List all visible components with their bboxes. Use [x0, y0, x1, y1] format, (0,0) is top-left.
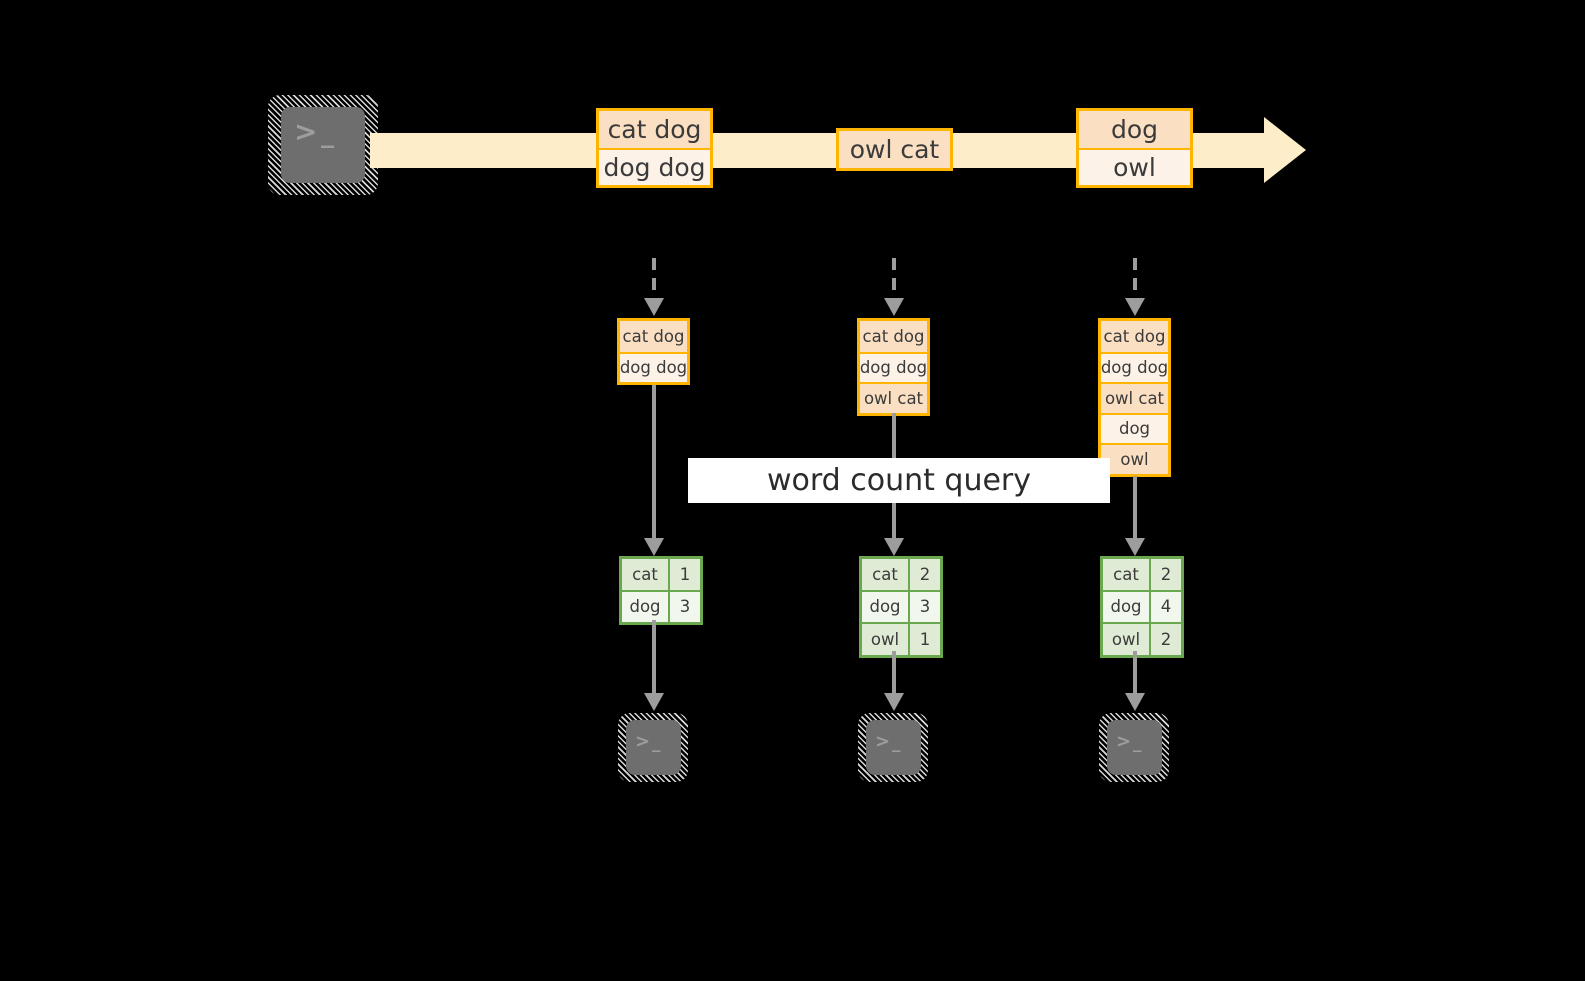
- record-row: dog dog: [1101, 351, 1168, 382]
- query-label: word count query: [688, 458, 1110, 503]
- table-row: cat 2: [862, 559, 940, 590]
- table-cell-word: cat: [862, 559, 908, 590]
- table-row: owl 2: [1103, 622, 1181, 655]
- snapshot-1-result-table[interactable]: cat 1 dog 3: [619, 556, 703, 625]
- query-connector: [1133, 476, 1137, 551]
- table-cell-count: 1: [668, 559, 700, 590]
- table-cell-word: cat: [622, 559, 668, 590]
- stream-record: owl: [1079, 148, 1190, 185]
- snapshot-2-result-table[interactable]: cat 2 dog 3 owl 1: [859, 556, 943, 658]
- stream-group-2[interactable]: owl cat: [836, 128, 953, 171]
- stream-record: dog dog: [599, 148, 710, 185]
- record-row: owl cat: [1101, 382, 1168, 413]
- record-row: dog dog: [620, 351, 687, 382]
- query-connector: [652, 385, 656, 551]
- source-terminal-icon[interactable]: > _: [281, 107, 365, 183]
- snapshot-2-records[interactable]: cat dog dog dog owl cat: [857, 318, 930, 416]
- record-row: owl: [1101, 443, 1168, 474]
- stream-record: owl cat: [839, 131, 950, 168]
- terminal-cursor-icon: _: [321, 119, 334, 149]
- table-cell-count: 3: [668, 591, 700, 622]
- snapshot-1-records[interactable]: cat dog dog dog: [617, 318, 690, 385]
- record-row: cat dog: [1101, 321, 1168, 352]
- table-cell-word: owl: [862, 624, 908, 655]
- arrow-head-icon: [1125, 538, 1145, 556]
- terminal-prompt-icon: >: [875, 731, 891, 752]
- record-row: dog: [1101, 412, 1168, 443]
- terminal-prompt-icon: >: [635, 731, 651, 752]
- table-cell-count: 2: [1149, 559, 1181, 590]
- output-terminal-icon[interactable]: > _: [1107, 720, 1162, 775]
- table-cell-word: owl: [1103, 624, 1149, 655]
- output-connector: [1133, 651, 1137, 700]
- terminal-cursor-icon: _: [892, 733, 901, 753]
- snapshot-3-result-table[interactable]: cat 2 dog 4 owl 2: [1100, 556, 1184, 658]
- stream-group-1[interactable]: cat dog dog dog: [596, 108, 713, 188]
- snapshot-trigger-connector: [652, 258, 656, 302]
- stream-arrow-head-icon: [1264, 117, 1306, 183]
- arrow-head-icon: [644, 693, 664, 711]
- output-terminal-icon[interactable]: > _: [626, 720, 681, 775]
- snapshot-trigger-connector: [1133, 258, 1137, 302]
- stream-record: cat dog: [599, 111, 710, 148]
- table-cell-count: 2: [1149, 624, 1181, 655]
- record-row: dog dog: [860, 351, 927, 382]
- table-row: cat 1: [622, 559, 700, 590]
- terminal-prompt-icon: >: [1116, 731, 1132, 752]
- output-connector: [892, 651, 896, 700]
- arrow-head-icon: [884, 693, 904, 711]
- table-cell-word: dog: [862, 591, 908, 622]
- arrow-head-icon: [644, 538, 664, 556]
- output-connector: [652, 620, 656, 700]
- record-row: cat dog: [860, 321, 927, 352]
- terminal-cursor-icon: _: [1133, 733, 1142, 753]
- table-row: dog 4: [1103, 589, 1181, 622]
- table-cell-word: cat: [1103, 559, 1149, 590]
- snapshot-3-records[interactable]: cat dog dog dog owl cat dog owl: [1098, 318, 1171, 477]
- terminal-prompt-icon: >: [294, 115, 318, 148]
- table-row: cat 2: [1103, 559, 1181, 590]
- table-row: dog 3: [862, 589, 940, 622]
- table-cell-count: 2: [908, 559, 940, 590]
- table-cell-word: dog: [622, 591, 668, 622]
- table-cell-count: 1: [908, 624, 940, 655]
- table-cell-count: 3: [908, 591, 940, 622]
- arrow-head-icon: [1125, 693, 1145, 711]
- arrow-head-icon: [884, 298, 904, 316]
- stream-record: dog: [1079, 111, 1190, 148]
- output-terminal-icon[interactable]: > _: [866, 720, 921, 775]
- table-row: owl 1: [862, 622, 940, 655]
- table-row: dog 3: [622, 589, 700, 622]
- arrow-head-icon: [644, 298, 664, 316]
- snapshot-trigger-connector: [892, 258, 896, 302]
- terminal-cursor-icon: _: [652, 733, 661, 753]
- arrow-head-icon: [884, 538, 904, 556]
- table-cell-count: 4: [1149, 591, 1181, 622]
- record-row: cat dog: [620, 321, 687, 352]
- record-row: owl cat: [860, 382, 927, 413]
- arrow-head-icon: [1125, 298, 1145, 316]
- stream-group-3[interactable]: dog owl: [1076, 108, 1193, 188]
- table-cell-word: dog: [1103, 591, 1149, 622]
